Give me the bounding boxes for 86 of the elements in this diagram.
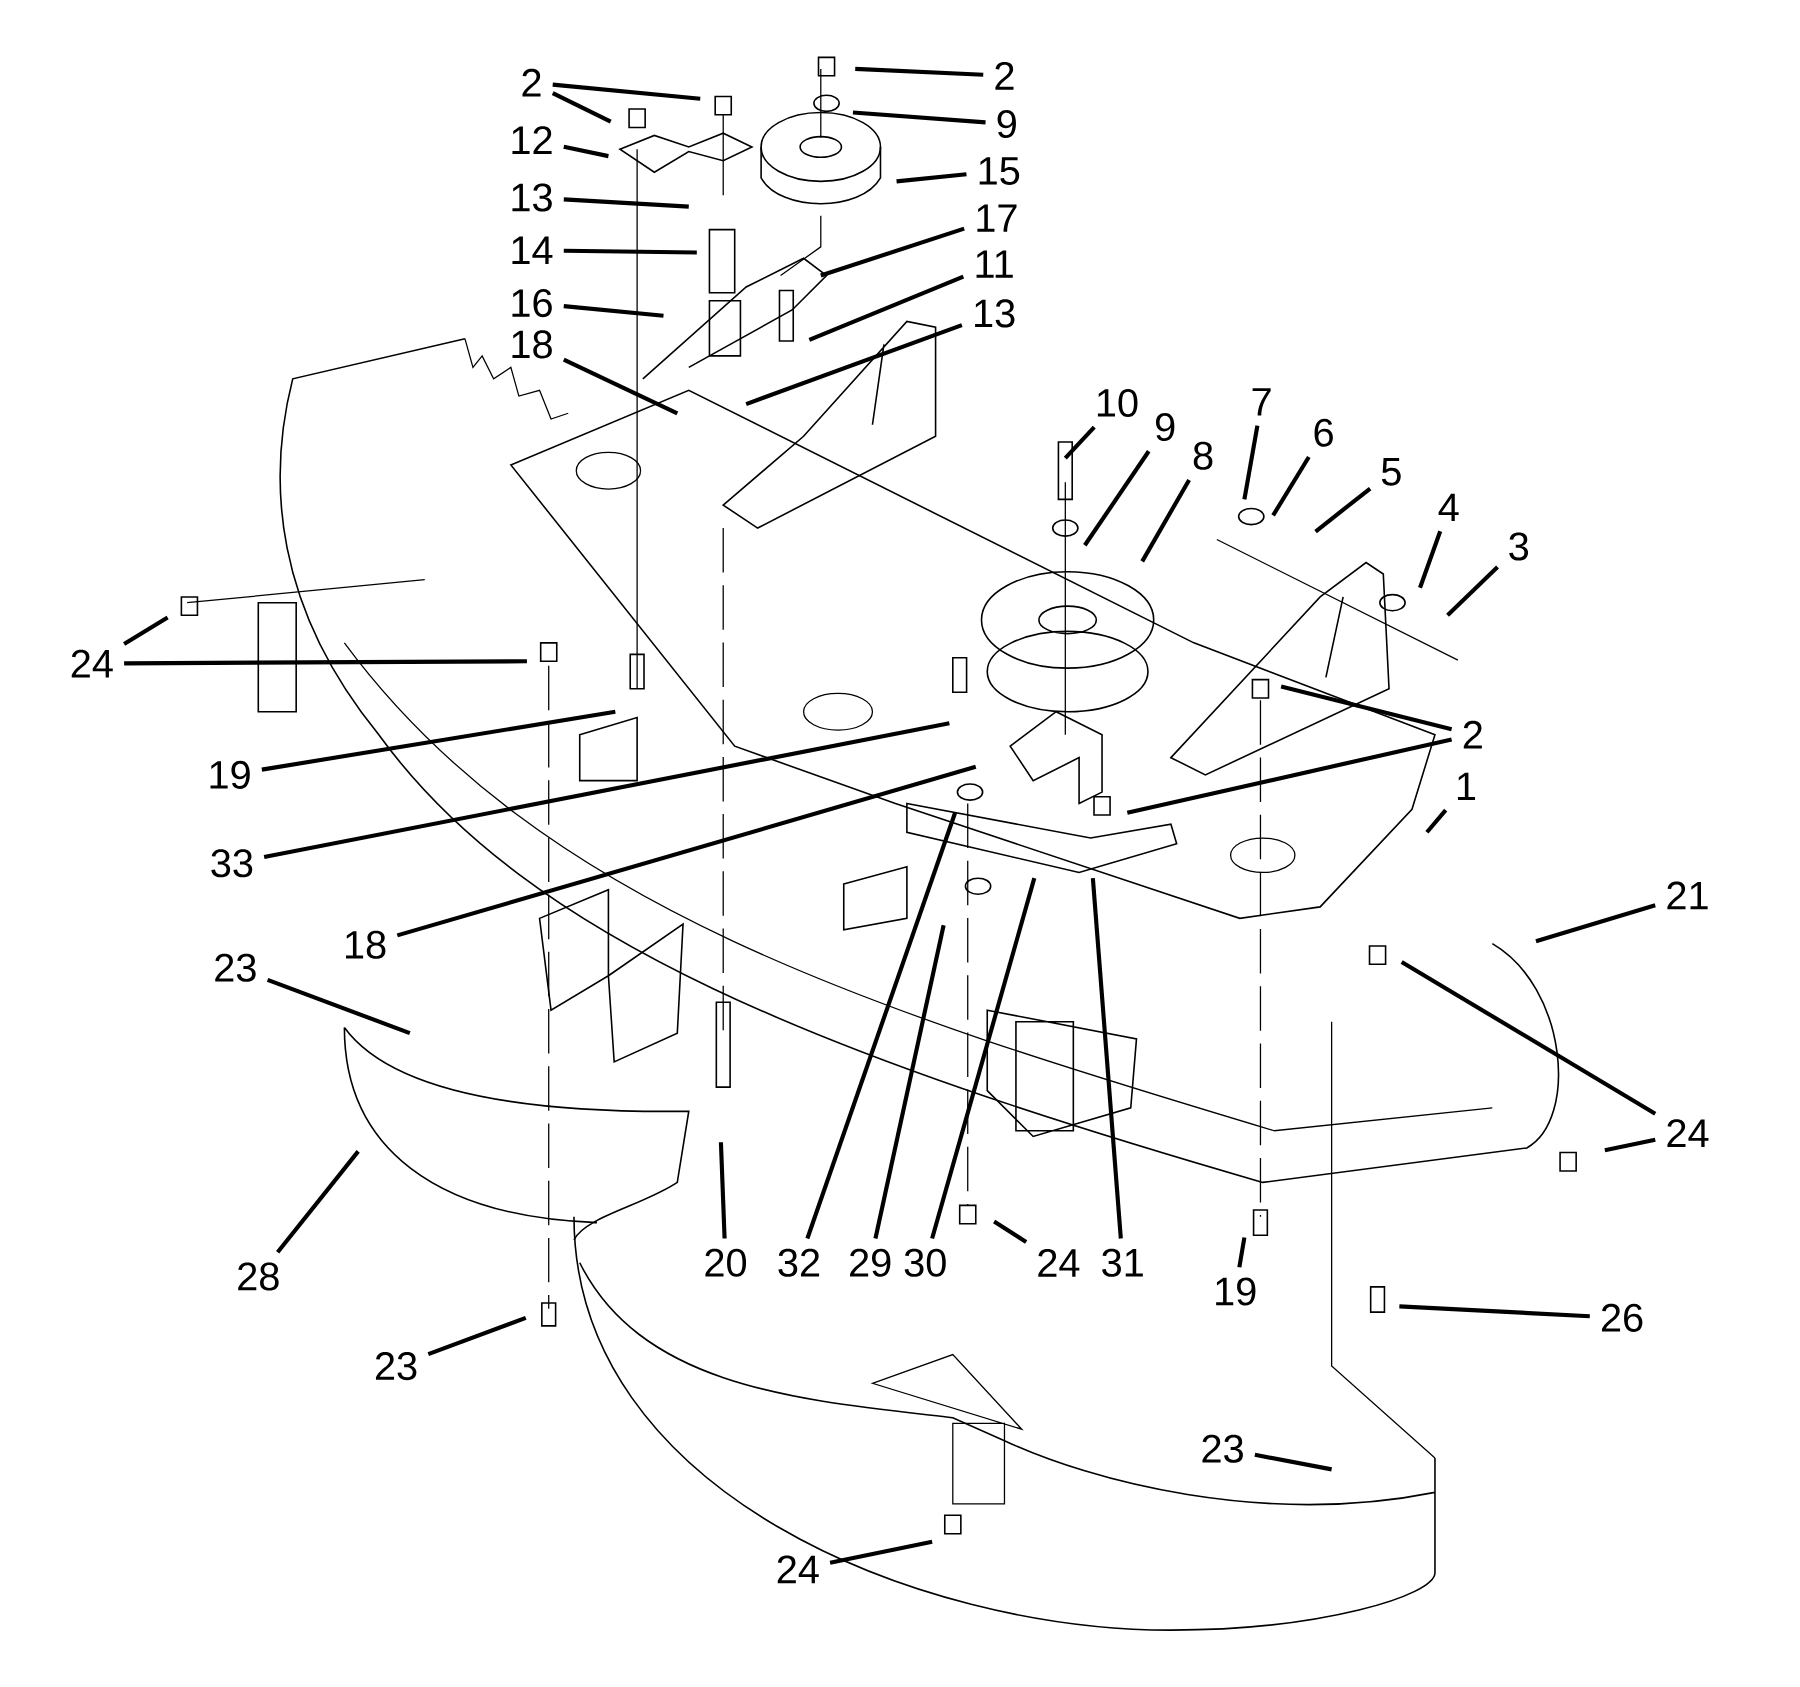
leader-line <box>805 811 958 1239</box>
callout-number: 8 <box>1193 441 1213 470</box>
callout-number: 13 <box>975 299 1015 328</box>
callout-number: 16 <box>512 288 552 317</box>
leader-line <box>745 323 963 406</box>
callout-number: 1 <box>1457 772 1476 800</box>
callout-number: 24 <box>777 1555 819 1583</box>
callout-number: 24 <box>1667 1118 1709 1147</box>
leader-line <box>562 357 679 415</box>
callout-number: 32 <box>778 1248 820 1277</box>
callout-number: 9 <box>997 109 1016 138</box>
leader-line <box>1604 1137 1656 1153</box>
leader-line <box>718 1141 727 1239</box>
callout-number: 26 <box>1601 1303 1643 1332</box>
leader-line <box>1083 449 1151 547</box>
callout-number: 5 <box>1381 457 1401 486</box>
leader-line <box>852 110 986 125</box>
leader-line <box>427 1315 527 1356</box>
callout-number: 19 <box>1216 1277 1256 1306</box>
leader-line <box>266 977 411 1035</box>
callout-number: 23 <box>375 1351 417 1380</box>
callout-number: 4 <box>1438 493 1459 521</box>
callout-number: 17 <box>977 204 1017 232</box>
leader-line <box>1418 530 1443 589</box>
leader-line <box>1237 1236 1247 1268</box>
leader-line <box>896 172 967 184</box>
leader-line <box>563 197 689 209</box>
leader-line <box>930 877 1037 1239</box>
callout-number: 31 <box>1102 1248 1143 1277</box>
leader-line <box>124 658 527 666</box>
leader-line <box>563 248 697 255</box>
callout-number: 7 <box>1252 387 1271 416</box>
leader-line <box>563 303 664 318</box>
callout-number: 9 <box>1156 412 1175 441</box>
callout-number: 23 <box>1202 1434 1243 1463</box>
leader-line <box>1242 425 1260 500</box>
leader-line <box>396 764 977 938</box>
callout-number: 24 <box>1038 1248 1080 1277</box>
leader-line <box>123 615 169 646</box>
leader-line <box>1399 1304 1590 1319</box>
callout-number: 12 <box>512 126 552 154</box>
leader-line <box>1400 960 1657 1116</box>
callout-number: 33 <box>211 849 253 878</box>
callout-number: 29 <box>850 1248 891 1277</box>
leader-line <box>1090 877 1123 1239</box>
callout-number: 23 <box>215 953 256 982</box>
leader-line <box>1535 903 1656 944</box>
leader-line <box>855 66 984 77</box>
leader-line <box>993 1219 1028 1244</box>
leader-line <box>820 226 965 278</box>
callout-number: 15 <box>979 156 1020 185</box>
callout-number: 3 <box>1509 532 1529 561</box>
callout-number: 30 <box>904 1248 946 1277</box>
leader-line <box>551 91 612 124</box>
leader-line <box>263 720 950 859</box>
leader-line <box>1126 737 1453 815</box>
leader-line <box>829 1539 933 1565</box>
leader-line <box>1063 425 1096 460</box>
leader-line <box>1314 486 1372 533</box>
callout-number: 28 <box>238 1262 279 1291</box>
leader-line <box>1140 478 1191 563</box>
leader-line <box>1254 1452 1332 1472</box>
callout-number: 13 <box>512 183 552 212</box>
leader-line <box>1280 684 1453 732</box>
callout-number: 2 <box>1463 720 1482 749</box>
leader-line <box>276 1149 360 1254</box>
callout-number: 10 <box>1097 388 1138 417</box>
callout-number: 14 <box>512 236 553 264</box>
callout-number: 19 <box>210 760 250 789</box>
leader-line <box>552 82 701 101</box>
leader-line <box>873 924 946 1239</box>
callout-number: 6 <box>1314 418 1333 447</box>
callout-number: 11 <box>976 250 1013 278</box>
leader-line <box>1446 565 1499 617</box>
leader-line <box>261 709 616 772</box>
callout-number: 18 <box>512 330 552 359</box>
leader-line <box>808 274 965 342</box>
callout-number: 20 <box>705 1248 747 1277</box>
leader-line <box>1425 808 1448 834</box>
callout-number: 2 <box>522 68 541 97</box>
leader-line <box>1271 455 1311 517</box>
callout-number: 18 <box>346 930 386 959</box>
callout-number: 21 <box>1667 881 1708 910</box>
callout-number: 2 <box>995 61 1014 90</box>
leader-line <box>563 144 609 158</box>
callout-number: 24 <box>71 649 113 678</box>
